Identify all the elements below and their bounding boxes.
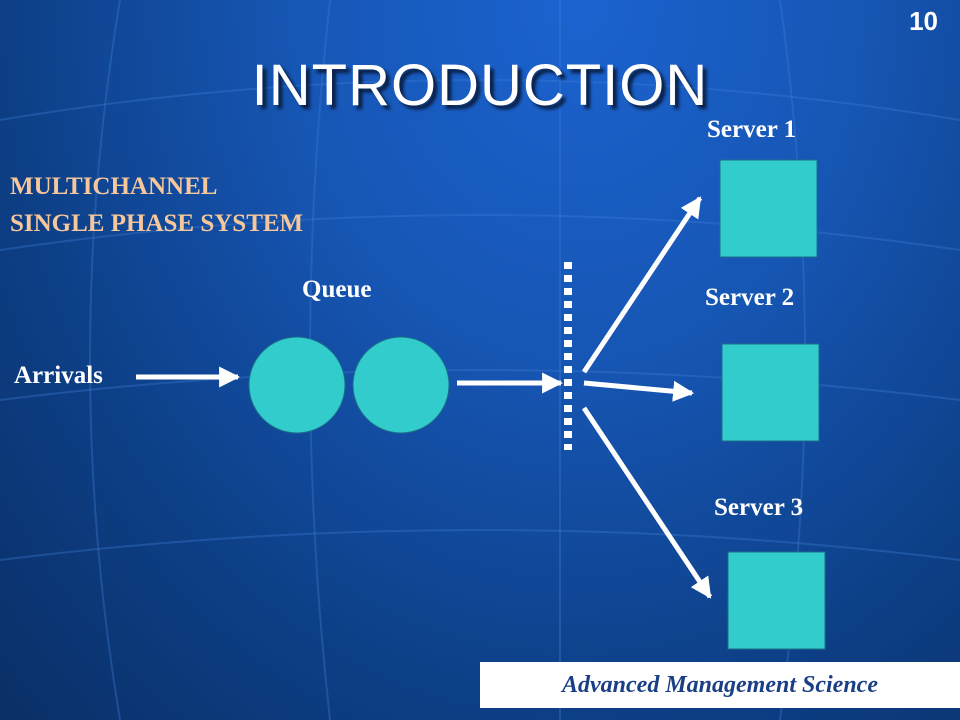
footer-banner: Advanced Management Science	[480, 662, 960, 708]
footer-course-name: Advanced Management Science	[562, 671, 878, 698]
server-2-label: Server 2	[705, 284, 795, 311]
server-1-route-arrow	[581, 196, 703, 374]
system-subtitle: MULTICHANNEL SINGLE PHASE SYSTEM	[10, 173, 304, 237]
queue-circle-2	[352, 336, 450, 434]
server-3-route-arrow	[581, 406, 713, 599]
server-2-route-arrow	[583, 380, 695, 402]
server-1-box	[719, 159, 818, 258]
server-1-label: Server 1	[707, 116, 797, 143]
slide-number: 10	[909, 6, 938, 36]
arrivals-label: Arrivals	[14, 362, 103, 389]
server-3-label: Server 3	[714, 494, 804, 521]
server-2-box	[721, 343, 820, 442]
server-3-box	[727, 551, 826, 650]
queue-circle-1	[248, 336, 346, 434]
slide-title: INTRODUCTION	[251, 53, 709, 118]
queue-label: Queue	[302, 276, 372, 303]
